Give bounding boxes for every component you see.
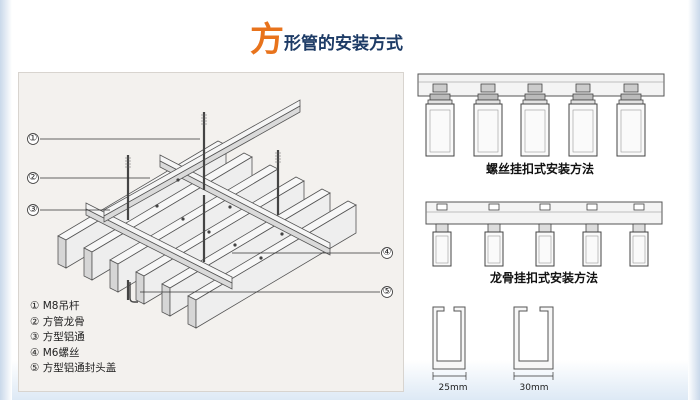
screw-clip-3 [520,83,550,157]
method1-caption: 螺丝挂扣式安装方法 [486,161,594,176]
dim-25: 25mm [439,383,468,393]
title-rest: 形管的安装方式 [284,34,403,54]
title-big-char: 方 [250,20,284,60]
keel-clip-diagram [425,201,663,267]
callout-markers [27,133,393,298]
legend-item: ② 方管龙骨 [30,315,85,328]
callout-lines [40,138,380,293]
callout-2: ② [28,172,38,183]
keel-clip-2 [484,203,504,267]
screw-clip-1 [425,83,455,157]
frame-right [688,0,700,400]
keel-lower [85,202,233,290]
frame-left [0,0,12,400]
end-cap-hook [129,282,138,303]
hanger-rods [126,112,280,300]
keels [85,99,331,290]
dim-30: 30mm [520,383,549,393]
legend-item: ⑤ 方型铝通封头盖 [30,362,117,374]
screw-clips [425,83,646,157]
keel-clip-3 [535,203,555,267]
screw-clip-diagram [417,73,665,157]
screw-clip-5 [616,83,646,157]
legend-item: ④ M6螺丝 [30,346,80,359]
keel-clip-1 [432,203,452,267]
callout-3: ③ [28,204,38,215]
keel-clip-5 [629,203,649,267]
screws [155,178,284,260]
callout-1: ① [28,133,38,144]
screw-clip-4 [568,83,598,157]
keel-cross [103,99,301,223]
screw-clip-2 [473,83,503,157]
callout-5: ⑤ [382,286,392,297]
profile-25 [432,306,467,380]
method2-caption: 龙骨挂扣式安装方法 [490,270,598,285]
keel-clips [432,203,649,267]
keel-upper [159,154,331,256]
callout-4: ④ [382,247,392,258]
parts-legend: ① M8吊杆 ② 方管龙骨 ③ 方型铝通 ④ M6螺丝 ⑤ 方型铝通封头盖 [30,299,116,377]
profile-30 [513,306,554,380]
page-title: 方形管的安装方式 [250,18,403,62]
rod-threads [125,114,281,168]
legend-item: ③ 方型铝通 [30,331,85,343]
legend-item: ① M8吊杆 [30,300,80,312]
keel-clip-4 [582,203,602,267]
